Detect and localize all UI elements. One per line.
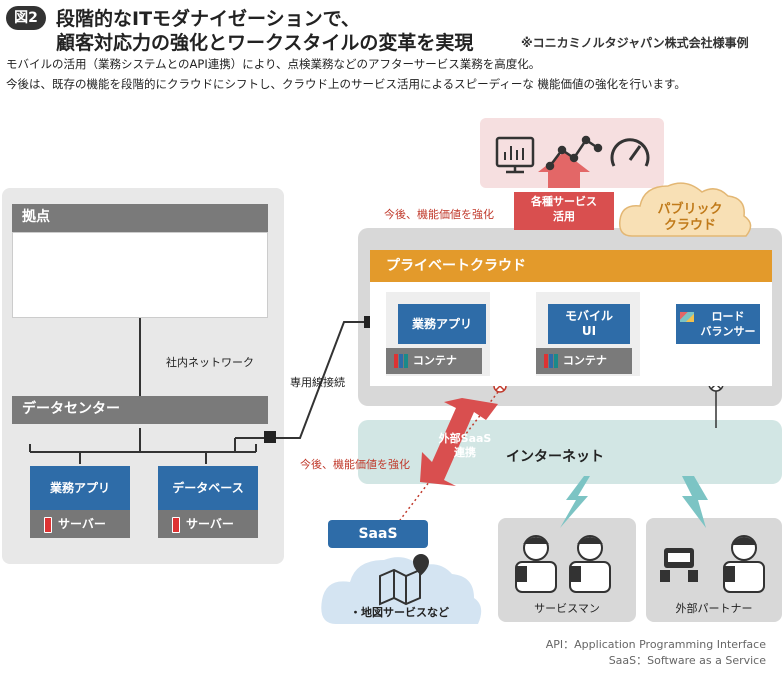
- services-up-arrow: [538, 152, 590, 188]
- mobile-container-label: コンテナ: [536, 348, 632, 374]
- public-cloud-label: パブリック クラウド: [657, 202, 723, 233]
- public-cloud-shape: [619, 182, 752, 237]
- datacenter-header: データセンター: [12, 396, 268, 424]
- load-balancer-icon: [680, 312, 694, 322]
- title-note: ※コニカミノルタジャパン株式会社様事例: [521, 36, 749, 50]
- footnote-api: API：Application Programming Interface: [545, 638, 766, 651]
- saas-link-arrow: [420, 398, 498, 486]
- server-label: サーバー: [58, 517, 106, 531]
- footnote-saas: SaaS：Software as a Service: [608, 654, 766, 667]
- serviceman-figures: [515, 535, 611, 593]
- monitor-chart-icon: [495, 136, 535, 174]
- bolt-serviceman: [560, 476, 590, 528]
- saas-badge: SaaS: [328, 520, 428, 548]
- future-note-bottom: 今後、機能価値を強化: [300, 458, 410, 471]
- private-cloud-header: プライベートクラウド: [370, 250, 772, 282]
- dc-database: データベース: [158, 466, 258, 510]
- saas-cloud-shape: [321, 557, 482, 624]
- partner-label: 外部パートナー: [675, 602, 753, 615]
- branch-body: [12, 232, 268, 318]
- description-line-2: 今後は、既存の機能を段階的にクラウドにシフトし、クラウド上のサービス活用によるス…: [6, 77, 686, 91]
- dc-business-app: 業務アプリ: [30, 466, 130, 510]
- bolt-partner: [682, 476, 708, 528]
- trend-line-icon: [545, 135, 603, 171]
- cloud-business-app: 業務アプリ: [398, 304, 486, 344]
- internet-label: インターネット: [506, 449, 604, 465]
- branch-header: 拠点: [12, 204, 268, 232]
- future-note-top: 今後、機能価値を強化: [384, 208, 494, 221]
- dc-connector: [264, 431, 276, 443]
- app-container-label: コンテナ: [386, 348, 482, 374]
- description-line-1: モバイルの活用（業務システムとのAPI連携）により、点検業務などのアフターサービ…: [6, 57, 541, 71]
- container-label: コンテナ: [562, 354, 607, 367]
- gauge-icon: [610, 138, 650, 167]
- server-icon: [172, 516, 180, 533]
- saas-item: ・地図サービスなど: [350, 606, 449, 619]
- partner-figures: [660, 535, 765, 593]
- server-icon: [44, 516, 52, 533]
- server-label: サーバー: [186, 517, 234, 531]
- services-arrow-label: 各種サービス 活用: [531, 195, 597, 223]
- dc-db-server: サーバー: [158, 510, 258, 538]
- title-line-2: 顧客対応力の強化とワークスタイルの変革を実現: [56, 32, 474, 54]
- load-balancer: ロード バランサー: [676, 304, 760, 344]
- leased-line: [235, 321, 370, 439]
- map-icon: [379, 554, 430, 606]
- container-label: コンテナ: [412, 354, 457, 367]
- dc-app-server: サーバー: [30, 510, 130, 538]
- intranet-label: 社内ネットワーク: [166, 356, 254, 369]
- services-arrow-body: [514, 192, 614, 230]
- mobile-ui: モバイル UI: [548, 304, 630, 344]
- saas-arrow-label: 外部SaaS 連携: [438, 432, 492, 459]
- leased-line-label: 専用線接続: [290, 376, 345, 389]
- title-line-1: 段階的なITモダナイゼーションで、: [56, 8, 360, 30]
- figure-badge: 図2: [6, 6, 46, 30]
- serviceman-label: サービスマン: [534, 602, 600, 615]
